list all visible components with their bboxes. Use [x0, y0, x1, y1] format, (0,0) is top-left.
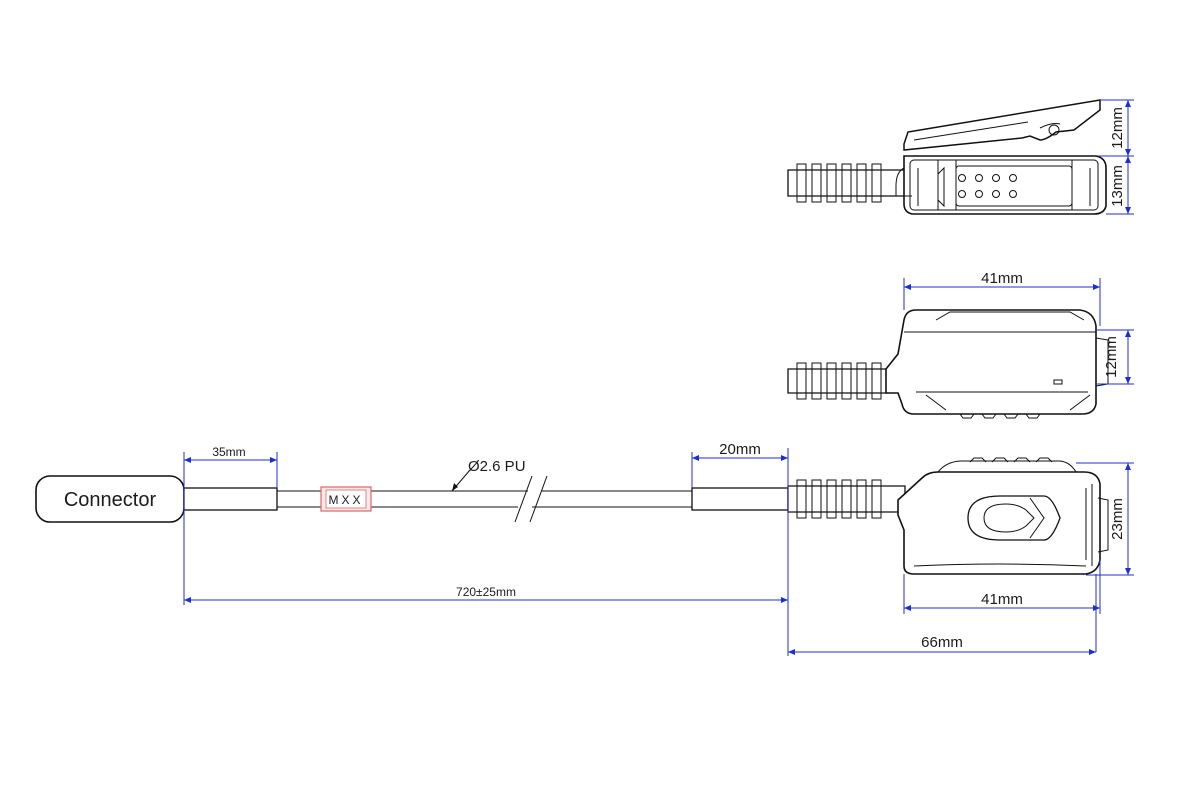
cable-assembly: Connector MXX Ø2.6 PU [35, 441, 1134, 656]
dim-cable-length: 720±25mm [456, 585, 516, 599]
dim-top-view-height: 12mm [1103, 336, 1120, 378]
dim-overall-length: 66mm [921, 634, 963, 651]
dim-right-boot: 20mm [719, 441, 761, 458]
dim-clip-width-front: 41mm [981, 591, 1023, 608]
sleeve-marking-text: MXX [328, 493, 363, 507]
dimension-lines-main: 35mm 20mm 720±25mm 41mm 66mm 23mm [183, 441, 1134, 656]
cable-break [514, 475, 533, 523]
dim-clip-height-front: 23mm [1109, 498, 1126, 540]
top-view: 41mm 12mm [787, 270, 1134, 419]
dim-top-view-width: 41mm [981, 270, 1023, 287]
dim-side-top-height: 12mm [1109, 107, 1126, 149]
strain-relief-side [787, 163, 906, 203]
strain-relief-top [787, 362, 889, 400]
cable-spec-label: Ø2.6 PU [468, 458, 526, 475]
right-boot [691, 487, 789, 511]
left-boot [183, 487, 278, 511]
clip-front-view [897, 457, 1109, 575]
connector-label: Connector [64, 489, 157, 511]
dim-left-boot: 35mm [212, 445, 245, 459]
dim-side-bottom-height: 13mm [1109, 165, 1126, 207]
contact-pins [958, 174, 1017, 198]
side-view: 12mm 13mm [787, 99, 1134, 215]
strain-relief-main [787, 479, 906, 519]
